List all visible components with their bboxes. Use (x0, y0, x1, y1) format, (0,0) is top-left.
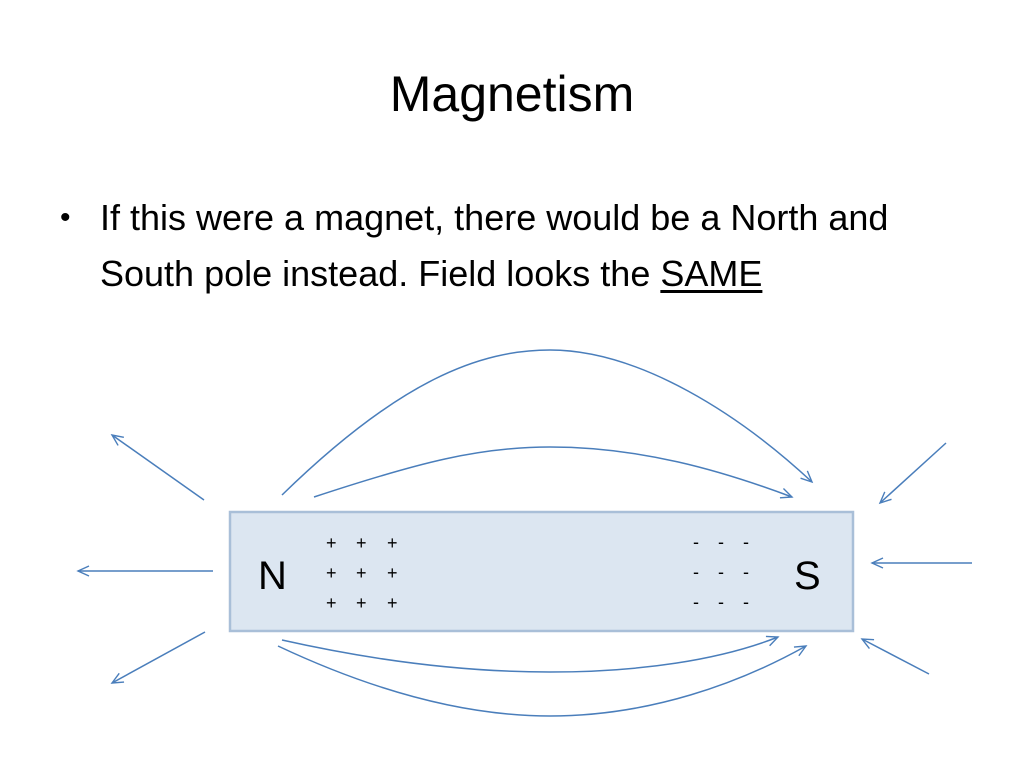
field-line-north-up (110, 434, 205, 501)
slide-title: Magnetism (389, 66, 635, 122)
north-pole-label: N (258, 554, 287, 598)
bullet-text-emphasis: SAME (660, 253, 763, 294)
negative-sign: - (693, 532, 699, 552)
positive-sign: + (326, 533, 337, 553)
positive-sign: + (356, 593, 367, 613)
bullet-text-main: If this were a magnet, there would be a … (100, 197, 889, 294)
field-lines (76, 349, 972, 717)
positive-sign: + (326, 593, 337, 613)
positive-charge-group: + + + + + + + + + (326, 533, 398, 613)
field-line-top-outer (281, 349, 814, 496)
negative-sign: - (743, 532, 749, 552)
negative-sign: - (743, 562, 749, 582)
positive-sign: + (387, 563, 398, 583)
negative-charge-group: - - - - - - - - - (693, 532, 749, 612)
field-line-bottom-inner (281, 635, 780, 673)
negative-sign: - (718, 562, 724, 582)
positive-sign: + (356, 533, 367, 553)
negative-sign: - (693, 592, 699, 612)
field-line-top-inner (313, 446, 794, 499)
field-line-south-lower (860, 638, 930, 675)
positive-sign: + (387, 593, 398, 613)
bullet-marker: • (60, 201, 71, 234)
bullet-text: If this were a magnet, there would be a … (100, 190, 960, 302)
negative-sign: - (718, 592, 724, 612)
field-line-south-upper (878, 442, 947, 505)
bullet-point: • If this were a magnet, there would be … (60, 190, 960, 302)
field-line-north-down (110, 631, 206, 684)
negative-sign: - (718, 532, 724, 552)
positive-sign: + (356, 563, 367, 583)
positive-sign: + (387, 533, 398, 553)
negative-sign: - (743, 592, 749, 612)
positive-sign: + (326, 563, 337, 583)
south-pole-label: S (794, 554, 821, 598)
bar-magnet (228, 510, 855, 633)
field-line-bottom-outer (277, 645, 808, 717)
negative-sign: - (693, 562, 699, 582)
